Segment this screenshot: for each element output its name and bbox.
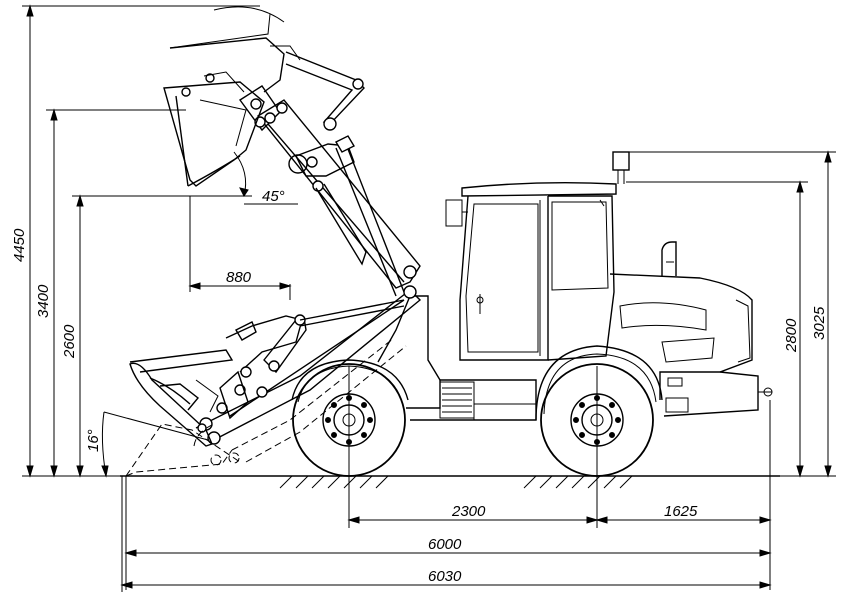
dim-6030-label: 6030 [428,568,462,585]
loader-arm-raised [181,51,421,297]
dim-3025: 3025 [622,150,836,478]
dim-880: 880 [188,196,292,300]
dim-4450: 4450 [11,4,260,478]
dim-4450-label: 4450 [11,228,28,262]
beacon-light-icon [612,151,630,184]
bucket-top-dashed [169,6,301,93]
cab [445,151,630,361]
angle-45-label: 45° [262,188,285,205]
dim-880-label: 880 [226,269,252,286]
dim-6030: 6030 [120,476,772,592]
dim-6000-label: 6000 [428,536,462,553]
dim-2300-1625: 2300 1625 [347,366,772,590]
dim-3400: 3400 [35,108,186,478]
bucket-ground-dashed [125,337,407,477]
chassis [291,241,773,421]
bucket-lowered [129,349,234,447]
angle-45-dimension: 45° [190,151,298,205]
dim-2800: 2800 [626,180,836,478]
dim-3400-label: 3400 [35,284,52,318]
dim-6000: 6000 [124,476,772,590]
dim-3025-label: 3025 [811,306,828,340]
bucket-raised-dump [163,71,265,187]
dim-2600: 2600 [61,194,190,478]
dim-2600-label: 2600 [61,324,78,359]
dim-2300-label: 2300 [451,503,486,520]
angle-16-dimension: 16° [85,411,209,478]
ground-line [120,475,780,489]
loader-arm-lowered [195,285,422,445]
angle-16-label: 16° [85,429,102,452]
dim-1625-label: 1625 [664,503,698,520]
dim-2800-label: 2800 [783,318,800,353]
